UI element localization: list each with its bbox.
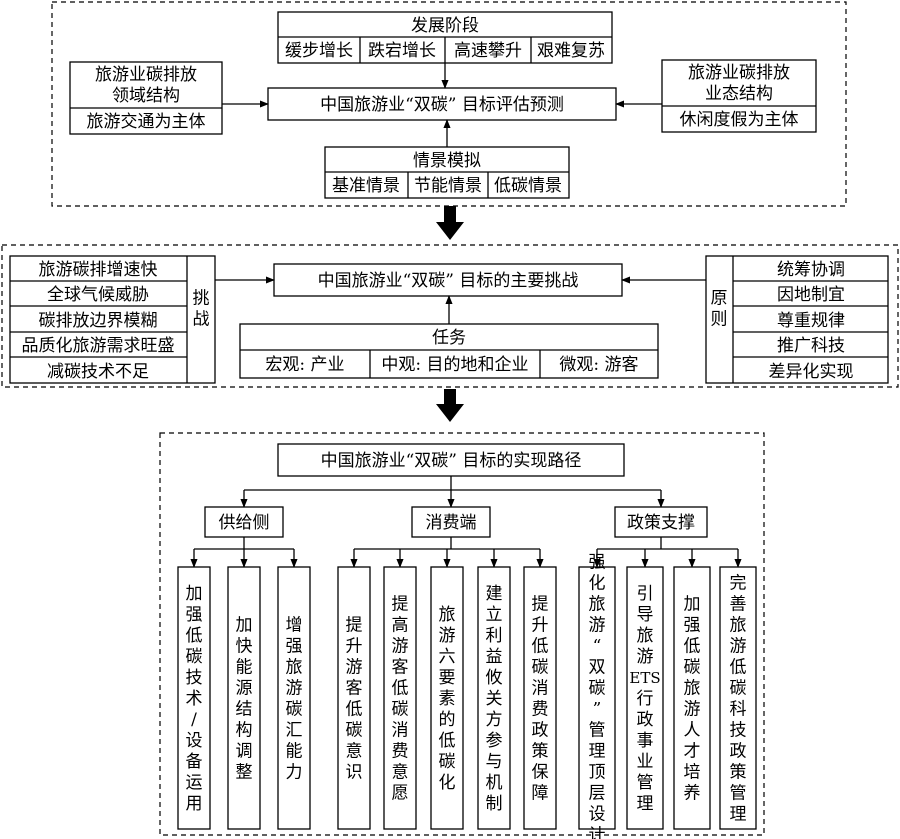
stage-4: 艰难复苏 xyxy=(537,41,605,61)
group-supply-box: 供给侧 xyxy=(204,506,284,538)
stage-2: 跌宕增长 xyxy=(368,41,436,61)
consumption-item-2: 提高游客低碳消费意愿 xyxy=(383,566,417,830)
left-structure-title: 旅游业碳排放 xyxy=(95,65,197,85)
principles-box: 原则 统筹协调 因地制宜 尊重规律 推广科技 差异化实现 xyxy=(705,255,889,384)
consumption-item-2-text: 提高游客低碳消费意愿 xyxy=(392,594,409,803)
scenario-2: 节能情景 xyxy=(414,176,482,196)
consumption-item-4-text: 建立利益攸关方参与机制 xyxy=(486,584,503,814)
stages-title: 发展阶段 xyxy=(411,16,479,36)
evaluation-title: 中国旅游业“双碳” 目标评估预测 xyxy=(320,95,564,115)
principle-item: 差异化实现 xyxy=(769,362,854,382)
scenario-3: 低碳情景 xyxy=(494,176,562,196)
policy-item-3: 加强低碳旅游人才培养 xyxy=(673,566,711,830)
supply-item-2: 加快能源结构调整 xyxy=(227,566,261,830)
evaluation-box: 中国旅游业“双碳” 目标评估预测 xyxy=(267,87,617,121)
principle-label: 原则 xyxy=(711,288,728,329)
policy-item-4-text: 完善旅游低碳科技政策管理 xyxy=(730,573,747,824)
challenge-label: 挑战 xyxy=(193,288,210,329)
policy-item-1: 强化旅游“双碳”管理顶层设计 xyxy=(578,552,616,839)
big-arrow-down-1 xyxy=(436,206,464,240)
consumption-item-4: 建立利益攸关方参与机制 xyxy=(477,566,511,830)
path-title: 中国旅游业“双碳” 目标的实现路径 xyxy=(321,451,582,471)
consumption-item-3: 旅游六要素的低碳化 xyxy=(430,566,464,830)
group-policy-box: 政策支撑 xyxy=(614,506,708,538)
scenario-1: 基准情景 xyxy=(332,176,400,196)
principle-item: 推广科技 xyxy=(777,336,845,356)
group-policy-title: 政策支撑 xyxy=(627,513,695,533)
supply-item-1: 加强低碳技术/设备运用 xyxy=(177,566,211,830)
principle-item: 因地制宜 xyxy=(777,285,845,305)
supply-item-3-text: 增强旅游碳汇能力 xyxy=(286,615,303,782)
stage-1: 缓步增长 xyxy=(285,41,353,61)
consumption-item-5-text: 提升低碳消费政策保障 xyxy=(532,594,549,803)
group-supply-title: 供给侧 xyxy=(219,513,270,533)
path-title-box: 中国旅游业“双碳” 目标的实现路径 xyxy=(277,443,625,477)
middle-panel xyxy=(1,244,899,388)
left-structure-box: 旅游业碳排放 领域结构 旅游交通为主体 xyxy=(69,61,223,135)
scenario-box: 情景模拟 基准情景 节能情景 低碳情景 xyxy=(324,146,570,199)
right-structure-title: 旅游业碳排放 xyxy=(688,63,790,83)
big-arrow-down-2 xyxy=(436,389,464,422)
right-structure-box: 旅游业碳排放 业态结构 休闲度假为主体 xyxy=(661,59,817,133)
left-structure-sub: 旅游交通为主体 xyxy=(87,112,206,132)
challenge-item: 旅游碳排增速快 xyxy=(39,260,158,280)
challenge-center-box: 中国旅游业“双碳” 目标的主要挑战 xyxy=(273,263,623,297)
tasks-title: 任务 xyxy=(432,328,466,348)
policy-item-4: 完善旅游低碳科技政策管理 xyxy=(719,566,757,830)
consumption-item-1: 提升游客低碳意识 xyxy=(337,566,371,830)
task-micro: 微观: 游客 xyxy=(559,355,638,375)
group-consumption-title: 消费端 xyxy=(426,513,477,533)
challenge-item: 减碳技术不足 xyxy=(47,362,149,382)
left-structure-title-2: 领域结构 xyxy=(112,86,180,106)
task-macro: 宏观: 产业 xyxy=(265,355,344,375)
right-structure-title-2: 业态结构 xyxy=(705,84,773,104)
tasks-box: 任务 宏观: 产业 中观: 目的地和企业 微观: 游客 xyxy=(239,323,659,379)
group-consumption-box: 消费端 xyxy=(411,506,491,538)
supply-item-2-text: 加快能源结构调整 xyxy=(236,615,253,782)
supply-item-1-text: 加强低碳技术/设备运用 xyxy=(186,584,203,814)
challenges-box: 旅游碳排增速快 全球气候威胁 碳排放边界模糊 品质化旅游需求旺盛 减碳技术不足 … xyxy=(9,255,216,384)
task-meso: 中观: 目的地和企业 xyxy=(381,355,528,375)
policy-item-3-text: 加强低碳旅游人才培养 xyxy=(684,594,701,803)
challenge-center-title: 中国旅游业“双碳” 目标的主要挑战 xyxy=(318,271,579,291)
principle-item: 尊重规律 xyxy=(777,311,845,331)
challenge-item: 全球气候威胁 xyxy=(47,285,149,305)
consumption-item-3-text: 旅游六要素的低碳化 xyxy=(439,605,456,793)
right-structure-sub: 休闲度假为主体 xyxy=(680,110,799,130)
challenge-item: 碳排放边界模糊 xyxy=(39,311,158,331)
stages-box: 发展阶段 缓步增长 跌宕增长 高速攀升 艰难复苏 xyxy=(277,11,613,64)
scenario-title: 情景模拟 xyxy=(413,151,481,171)
consumption-item-1-text: 提升游客低碳意识 xyxy=(346,615,363,782)
consumption-item-5: 提升低碳消费政策保障 xyxy=(523,566,557,830)
bottom-panel xyxy=(159,432,765,836)
challenge-item: 品质化旅游需求旺盛 xyxy=(22,336,175,356)
principle-item: 统筹协调 xyxy=(777,260,845,280)
policy-item-1-text: 强化旅游“双碳”管理顶层设计 xyxy=(589,552,606,839)
stage-3: 高速攀升 xyxy=(454,41,522,61)
supply-item-3: 增强旅游碳汇能力 xyxy=(277,566,311,830)
